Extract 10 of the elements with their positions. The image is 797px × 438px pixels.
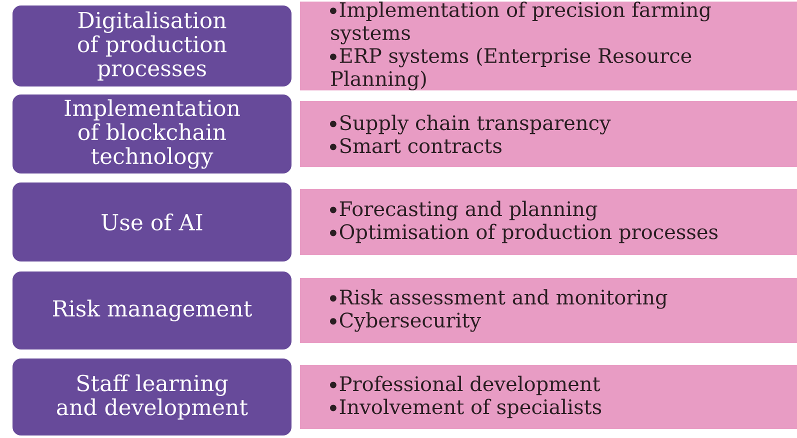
bullet-list-box: Supply chain transparency Smart contracts: [300, 101, 797, 167]
bullet-list-box: Professional development Involvement of specialists: [300, 365, 797, 429]
category-box: Risk management: [12, 270, 292, 350]
bullet-list-box: Risk assessment and monitoring Cybersecurity: [300, 278, 797, 343]
category-box: Use of AI: [12, 182, 292, 262]
category-box: Staff learning and development: [12, 358, 292, 436]
bullet-list-box: Forecasting and planning Optimisation of production processes: [300, 189, 797, 255]
bullet-list-box: Implementation of precision farming systems ERP systems (Enterprise Resource Planning): [300, 2, 797, 90]
category-box: Digitalisation of production processes: [12, 4, 292, 88]
category-box: Implementation of blockchain technology: [12, 94, 292, 174]
